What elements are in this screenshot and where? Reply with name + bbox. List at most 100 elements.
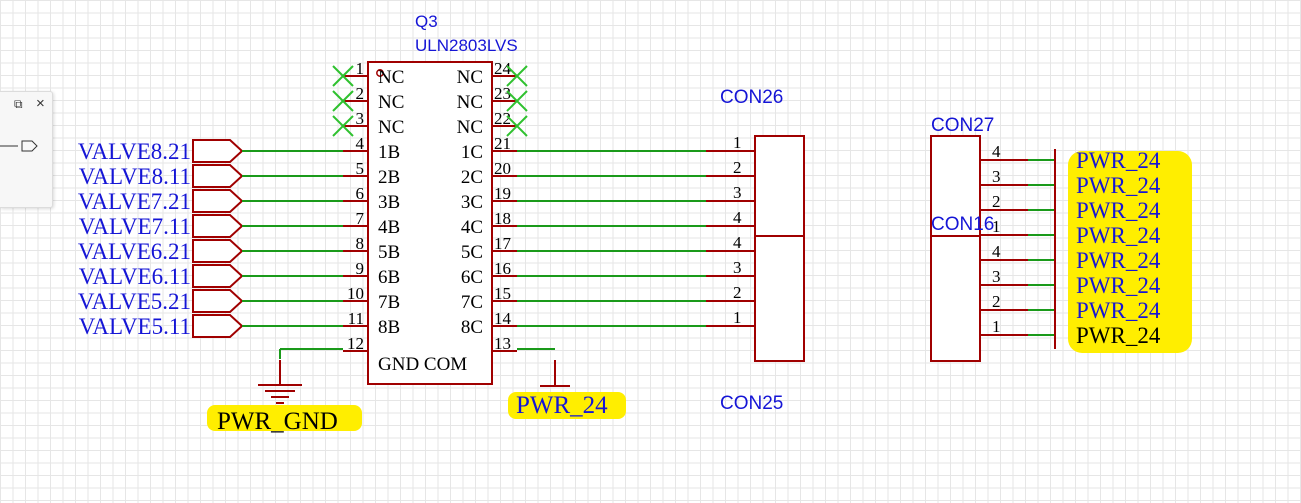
con26-pin-number: 3 bbox=[733, 183, 742, 202]
con26-label: CON26 bbox=[720, 87, 783, 108]
con16-pin-number: 2 bbox=[992, 292, 1001, 311]
highlight-layer bbox=[207, 151, 1192, 431]
ic-pin-number-right: 17 bbox=[494, 234, 512, 253]
right-net-label: PWR_24 bbox=[1076, 173, 1161, 198]
no-connect-mark bbox=[332, 115, 354, 137]
con25-pin-number: 3 bbox=[733, 258, 742, 277]
ic-pin-number-left: 8 bbox=[356, 234, 365, 253]
ic-pin-name-right: 6C bbox=[461, 267, 483, 288]
con25-pin-number: 1 bbox=[733, 308, 742, 327]
ic-pin-name-right: 5C bbox=[461, 242, 483, 263]
pwr-gnd-highlight bbox=[207, 405, 362, 431]
ic-pin-number-right: 16 bbox=[494, 259, 511, 278]
ic-pin-number-right: 18 bbox=[494, 209, 511, 228]
ic-pin-name-left: 8B bbox=[378, 317, 400, 338]
net-port-label: VALVE8.11 bbox=[79, 164, 191, 189]
ic-pin-name-left: NC bbox=[378, 67, 404, 88]
v24-symbol[interactable] bbox=[540, 360, 570, 387]
con27-pin-number: 4 bbox=[992, 142, 1001, 161]
ic-pin-name-right: 7C bbox=[461, 292, 483, 313]
net-port-label: VALVE6.11 bbox=[79, 264, 191, 289]
con27-pin-number: 1 bbox=[992, 217, 1001, 236]
con25-body bbox=[754, 235, 805, 362]
ic-pin-name-left: 2B bbox=[378, 167, 400, 188]
ic-pin-name-right: 8C bbox=[461, 317, 483, 338]
pwr-24-highlight bbox=[508, 392, 626, 419]
net-port-label: VALVE7.21 bbox=[78, 189, 191, 214]
right-net-label: PWR_24 bbox=[1076, 323, 1161, 348]
net-port-flag bbox=[192, 189, 244, 213]
ic-pin-number-right: 24 bbox=[494, 59, 512, 78]
ic-pin-name-left: 4B bbox=[378, 217, 400, 238]
ic-pin-name-left: 3B bbox=[378, 192, 400, 213]
net-port-flag bbox=[192, 264, 244, 288]
con26-pin-number: 2 bbox=[733, 158, 742, 177]
ic-part-number: ULN2803LVS bbox=[415, 36, 518, 55]
ic-pin-name-left: 6B bbox=[378, 267, 400, 288]
ic-pin-number-right: 21 bbox=[494, 134, 511, 153]
floating-tool-panel: ⧉ × bbox=[0, 91, 53, 208]
net-port-flag bbox=[192, 239, 244, 263]
ic-body bbox=[367, 61, 493, 385]
con26-body bbox=[754, 135, 805, 237]
net-port-label: VALVE6.21 bbox=[78, 239, 191, 264]
ic-pin-name-right: 1C bbox=[461, 142, 483, 163]
ic-pin-name-left: 7B bbox=[378, 292, 400, 313]
right-net-label: PWR_24 bbox=[1076, 198, 1161, 223]
no-connect-mark bbox=[506, 90, 528, 112]
ic-designator: Q3 bbox=[415, 12, 438, 31]
ic-pin-number-left: 9 bbox=[356, 259, 365, 278]
ic-pin-number-left: 12 bbox=[347, 334, 364, 353]
ic-pin-number-right: 13 bbox=[494, 334, 511, 353]
net-port-flag bbox=[192, 214, 244, 238]
ic-pin-name-right: 4C bbox=[461, 217, 483, 238]
net-port-flag bbox=[192, 139, 244, 163]
right-net-label: PWR_24 bbox=[1076, 223, 1161, 248]
ic-pin-name-left: NC bbox=[378, 117, 404, 138]
ic-pin-number-left: 5 bbox=[356, 159, 365, 178]
net-port-label: VALVE5.11 bbox=[79, 314, 191, 339]
ic-pin-name-left: 5B bbox=[378, 242, 400, 263]
con16-pin-number: 1 bbox=[992, 317, 1001, 336]
restore-window-icon[interactable]: ⧉ bbox=[14, 97, 23, 111]
ic-pin-number-left: 2 bbox=[356, 84, 365, 103]
pwr-gnd-label: PWR_GND bbox=[217, 408, 338, 435]
ic-pin-number-right: 23 bbox=[494, 84, 511, 103]
con16-pin-number: 4 bbox=[992, 242, 1001, 261]
con27-label: CON27 bbox=[931, 115, 994, 136]
pin1-marker bbox=[376, 69, 384, 77]
con16-label: CON16 bbox=[931, 214, 994, 235]
net-port-label: VALVE5.21 bbox=[78, 289, 191, 314]
ic-center-label: GND COM bbox=[378, 354, 467, 375]
close-panel-icon[interactable]: × bbox=[36, 95, 45, 112]
ic-pin-number-left: 11 bbox=[348, 309, 364, 328]
net-port-label: VALVE7.11 bbox=[79, 214, 191, 239]
net-port-flag bbox=[192, 314, 244, 338]
ic-pin-name-right: NC bbox=[457, 67, 483, 88]
ic-pin-name-right: 2C bbox=[461, 167, 483, 188]
con27-pin-number: 2 bbox=[992, 192, 1001, 211]
net-port-tool-icon[interactable] bbox=[0, 137, 44, 155]
right-net-label: PWR_24 bbox=[1076, 148, 1161, 173]
wires bbox=[242, 150, 706, 359]
gnd-symbol[interactable] bbox=[258, 360, 302, 404]
no-connect-mark bbox=[332, 65, 354, 87]
ic-pin-number-left: 3 bbox=[356, 109, 365, 128]
ic-pin-number-left: 10 bbox=[347, 284, 364, 303]
con25-pin-number: 4 bbox=[733, 233, 742, 252]
right-net-label: PWR_24 bbox=[1076, 248, 1161, 273]
ic-pin-number-left: 4 bbox=[356, 134, 365, 153]
ic-pin-number-right: 15 bbox=[494, 284, 511, 303]
right-net-labels: PWR_24PWR_24PWR_24PWR_24PWR_24PWR_24PWR_… bbox=[1076, 148, 1161, 348]
pwr-24-label: PWR_24 bbox=[516, 392, 608, 419]
